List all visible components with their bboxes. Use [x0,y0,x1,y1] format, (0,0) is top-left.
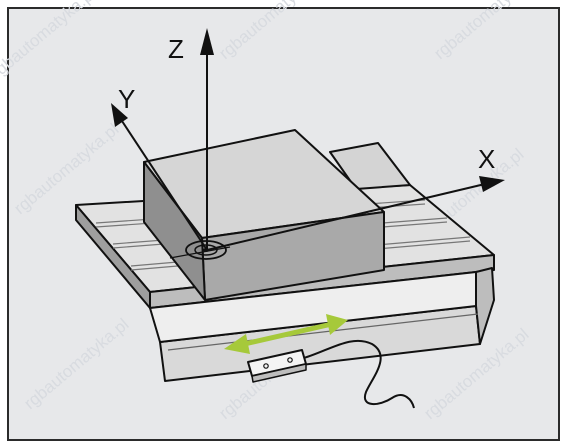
y-axis-line [119,117,208,251]
cable-icon [303,339,415,409]
x-axis-line [206,183,486,251]
double-arrow-icon [224,314,348,354]
read-head-icon [247,349,307,383]
axis-arrows [111,28,505,251]
guide-rail [329,142,411,190]
z-axis-arrowhead [200,28,214,55]
x-axis-arrowhead [479,176,505,192]
x-axis-label: X [478,144,495,174]
scale-right-end [475,267,495,345]
y-axis-arrowhead [111,103,128,127]
y-axis-label: Y [118,84,135,114]
linear-scale [149,267,495,382]
workpiece-block [143,129,385,301]
z-axis-label: Z [168,34,184,64]
